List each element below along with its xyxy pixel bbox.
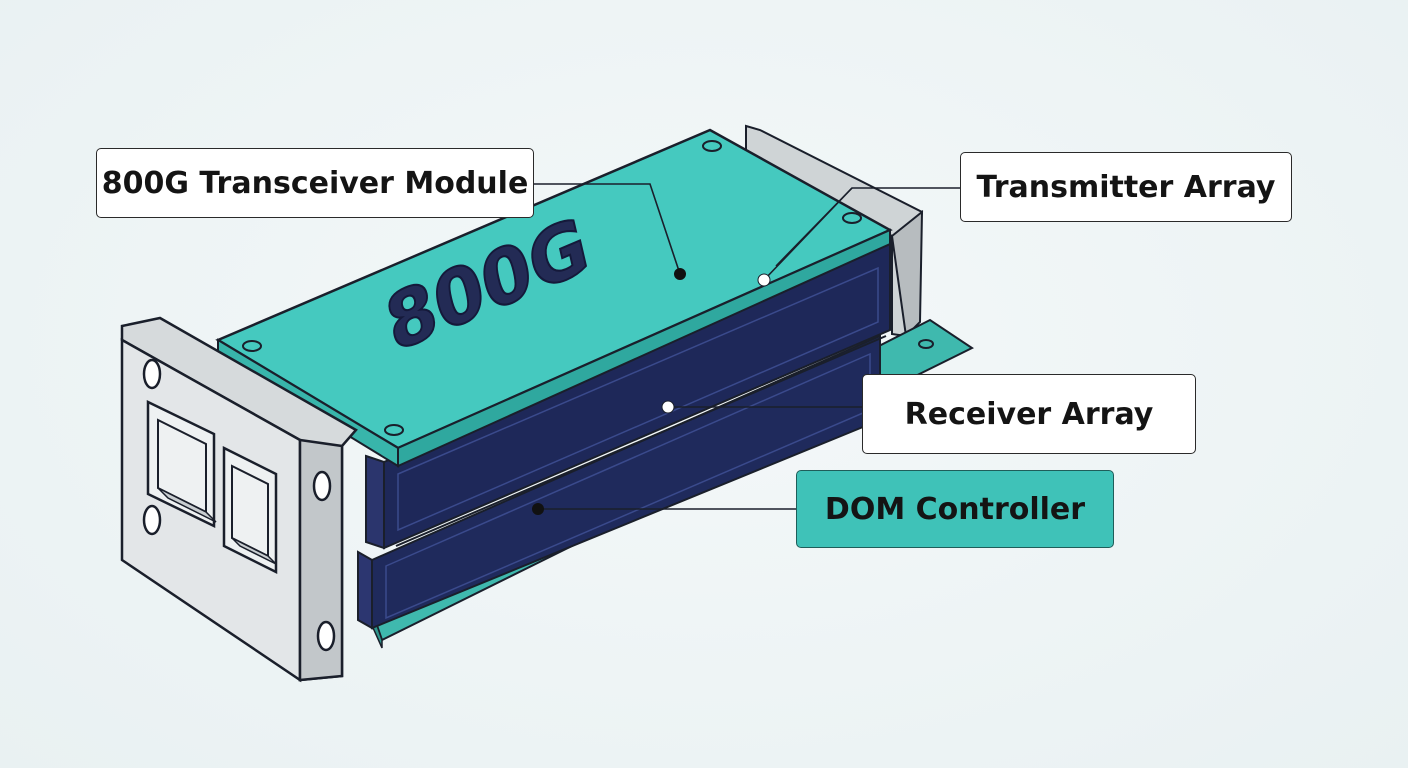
anchor-module [674,268,686,280]
anchor-transmitter [757,273,771,287]
label-transmitter-array: Transmitter Array [960,152,1292,222]
optical-port-right [222,445,278,575]
label-receiver-array: Receiver Array [862,374,1196,454]
leader-lines [534,183,960,510]
upper-body-block [365,242,891,550]
front-flange [120,316,358,683]
label-dom-controller: DOM Controller [796,470,1114,548]
anchor-receiver [661,400,675,414]
label-transceiver-module: 800G Transceiver Module [96,148,534,218]
optical-port-left [146,400,217,528]
leader-transmitter-branch [775,187,853,267]
anchor-dom [532,503,544,515]
leader-module [534,183,681,275]
